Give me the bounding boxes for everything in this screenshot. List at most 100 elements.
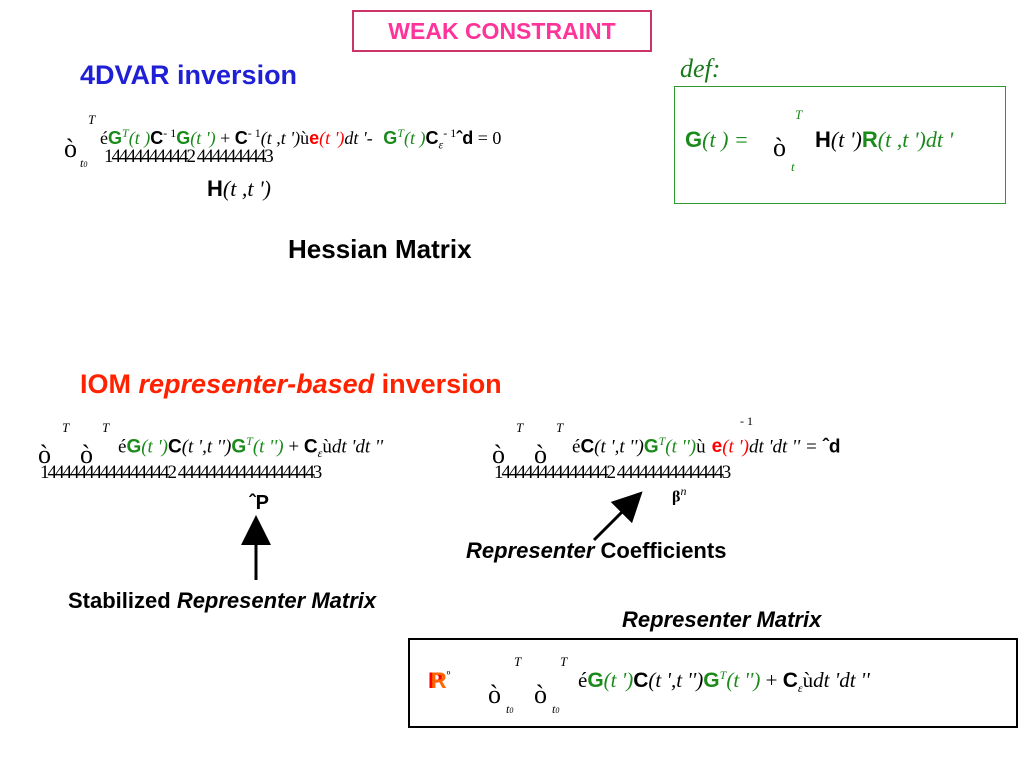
def-R: R xyxy=(861,127,878,152)
eq2-dt: dt 'dt '' xyxy=(331,436,384,458)
eq2-eps: ε xyxy=(317,446,323,461)
eq1-integral: ò xyxy=(64,134,77,163)
eq3-etp: (t ') xyxy=(722,436,749,458)
title-text: WEAK CONSTRAINT xyxy=(388,17,616,44)
eq1-eqzero: = 0 xyxy=(477,128,502,148)
definition-box: G(t ) = ò T t H(t ')R(t ,t ')dt ' xyxy=(674,86,1006,204)
representer-matrix-box: PRº ò ò T T t0 t0 éG(t ')C(t ',t '')GT(t… xyxy=(408,638,1018,728)
eq2-underbrace: 144444444444444442 4444444444444444443 xyxy=(40,462,322,483)
eq3-d: ˆd xyxy=(822,436,841,458)
rep-integral-2: ò xyxy=(534,680,547,709)
eq1-underbrace: 144444444442 4444444443 xyxy=(104,146,274,167)
rep-P: P xyxy=(428,668,443,693)
eq1-close: ù xyxy=(300,128,310,148)
eq1-d: ˆd xyxy=(456,128,474,148)
eq2-P: ˆP xyxy=(249,492,270,514)
label-representer-coefficients: Representer Coefficients xyxy=(466,538,726,564)
rep-G2: G xyxy=(703,669,720,692)
eq3-n: n xyxy=(680,484,687,498)
eq3-G: G xyxy=(643,436,659,458)
heading-iom-em: representer-based xyxy=(138,369,375,399)
rep-sup: º xyxy=(446,668,451,683)
eq1-inv2: - 1 xyxy=(247,126,261,140)
eq2-G: G xyxy=(126,436,142,458)
rep-Ce: C xyxy=(782,669,798,692)
heading-iom: IOM representer-based inversion xyxy=(80,369,502,400)
eq2-P-label: ˆP xyxy=(249,492,269,515)
eq1-t: (t ) xyxy=(128,128,151,148)
eq2-T: T xyxy=(246,434,253,448)
eq1-C2: C xyxy=(234,128,248,148)
heading-4dvar: 4DVAR inversion xyxy=(80,60,298,90)
eq1-eps: ε xyxy=(438,137,444,152)
def-Gt: (t ) = xyxy=(702,127,749,152)
label-representer-coefficients-text: Coefficients xyxy=(600,538,727,563)
eq3-close: ù xyxy=(696,436,706,458)
eq1-etprime: (t ') xyxy=(319,128,345,148)
label-representer-matrix: Representer Matrix xyxy=(622,607,822,632)
rep-bracket: é xyxy=(578,668,588,692)
eq2-tp: (t ') xyxy=(141,436,168,458)
eq3-underbrace: 1444444444444442 444444444444443 xyxy=(494,462,731,483)
eq1-plus: + xyxy=(215,128,235,148)
rep-lower-1: t0 xyxy=(506,702,514,716)
eq2-bracket: é xyxy=(118,436,127,458)
eq1-ttprime: (t ,t ') xyxy=(260,128,301,148)
rep-eps: ε xyxy=(797,681,803,696)
def-integral: ò xyxy=(773,133,786,162)
label-hessian: Hessian Matrix xyxy=(288,234,472,264)
def-dt: dt ' xyxy=(925,127,954,152)
def-rhs: H(t ')R(t ,t ')dt ' xyxy=(815,127,953,153)
rep-tp: (t ') xyxy=(603,668,634,692)
rep-PR: PRº xyxy=(428,668,450,694)
rep-tpp2: (t '') xyxy=(726,668,761,692)
eq1-bracket: é xyxy=(100,128,108,148)
eq3-integral-2: ò xyxy=(534,440,547,469)
eq1-upper: T xyxy=(88,112,96,127)
eq3-upper-1: T xyxy=(516,420,524,435)
rep-tpp: (t ',t '') xyxy=(648,668,704,692)
rep-lower-2: t0 xyxy=(552,702,560,716)
eq1-t3: (t ) xyxy=(403,128,426,148)
eq2-integral-2: ò xyxy=(80,440,93,469)
eq1-dt: dt '- xyxy=(344,128,373,148)
eq1-body: éGT(t )C- 1G(t ') + C- 1(t ,t ')ùe(t ')d… xyxy=(100,126,501,153)
definition-equation: G(t ) = xyxy=(685,127,749,153)
eq2-body: éG(t ')C(t ',t '')GT(t '') + Cεùdt 'dt '… xyxy=(118,434,383,461)
rep-dt: dt 'dt '' xyxy=(813,668,870,692)
label-representer-coefficients-em: Representer xyxy=(466,538,595,563)
eq1-G: G xyxy=(108,128,123,148)
eq2-Ce: C xyxy=(303,436,318,458)
eq1-C: C xyxy=(150,128,164,148)
title-box: WEAK CONSTRAINT xyxy=(352,10,652,52)
def-label: def: xyxy=(680,54,721,83)
eq1-G3: G xyxy=(383,128,398,148)
label-stabilized-em: Representer Matrix xyxy=(176,588,377,613)
eq2-upper-2: T xyxy=(102,420,110,435)
eq3-bracket: é xyxy=(572,436,581,458)
def-Rtt: (t ,t ') xyxy=(877,127,926,152)
eq3-dt: dt 'dt '' = xyxy=(748,436,818,458)
def-upper: T xyxy=(795,107,803,122)
eq2-close: ù xyxy=(322,436,332,458)
eq1-inv: - 1 xyxy=(163,126,177,140)
arrow-to-beta xyxy=(592,491,643,542)
def-G: G xyxy=(685,127,703,152)
eq1-C3: C xyxy=(425,128,439,148)
eq2-upper-1: T xyxy=(62,420,70,435)
rep-R: R xyxy=(430,668,447,693)
eq3-tpp: (t ',t '') xyxy=(594,436,644,458)
eq1-e: e xyxy=(309,128,320,148)
rep-T: T xyxy=(719,668,727,682)
rep-upper-2: T xyxy=(560,654,568,669)
eq1-T: T xyxy=(122,126,129,140)
rep-upper-1: T xyxy=(514,654,522,669)
eq2-tpp: (t ',t '') xyxy=(181,436,232,458)
eq1-G2: G xyxy=(176,128,191,148)
rep-G: G xyxy=(587,669,604,692)
eq3-upper-2: T xyxy=(556,420,564,435)
eq2-plus: + xyxy=(283,436,304,458)
def-H: H xyxy=(815,127,831,152)
